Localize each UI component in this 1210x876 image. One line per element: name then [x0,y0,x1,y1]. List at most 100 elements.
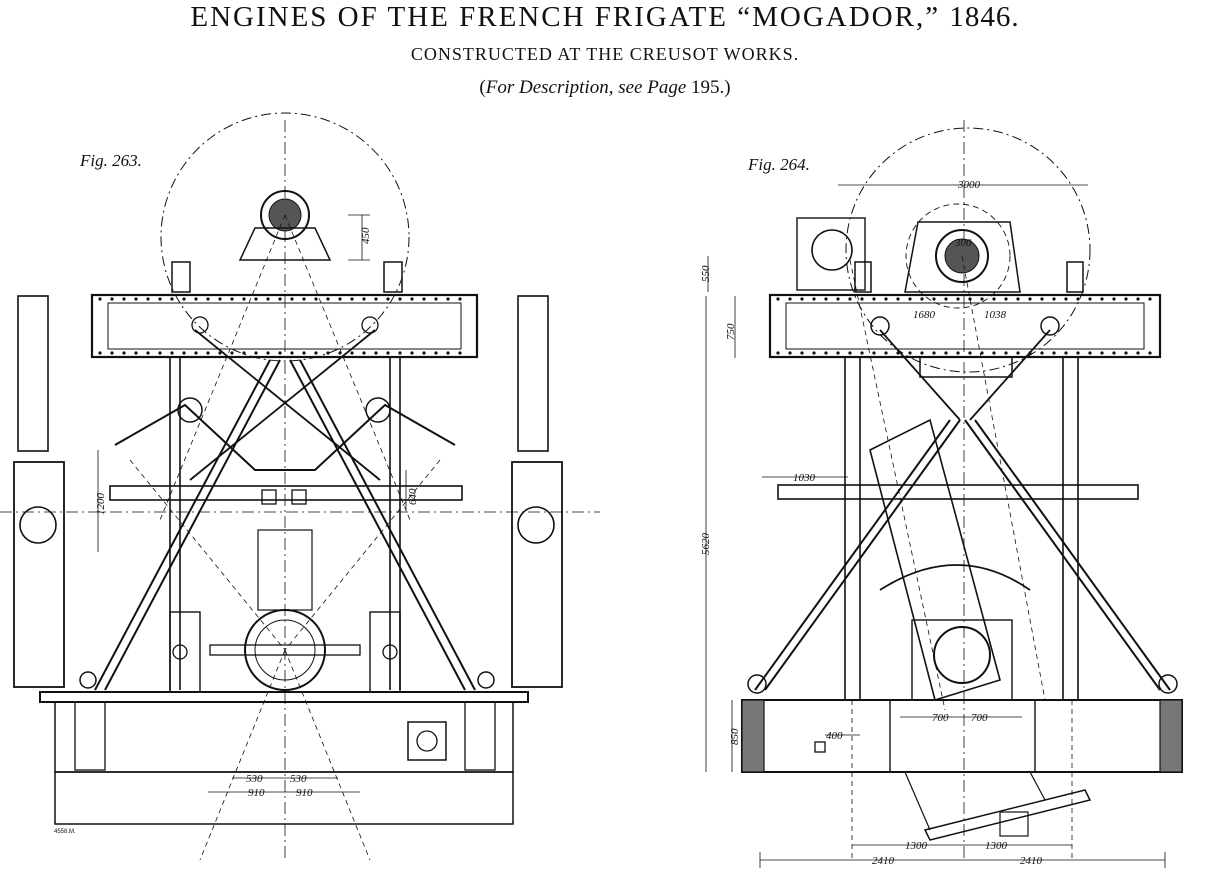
dim-910a: 910 [248,787,265,799]
fig-263: Fig. 263. [0,112,600,861]
pivot-263a [177,397,203,423]
rivet [1040,297,1044,301]
dim-3000: 3000 [957,179,981,191]
rivet [1112,297,1116,301]
rivet [836,351,840,355]
gauge-box-263 [407,721,447,761]
rivet [290,297,294,301]
dim-1030: 1030 [793,472,816,484]
crankshaft-263 [260,190,310,240]
rivet [326,351,330,355]
inclined-cylinder-264 [869,418,1001,702]
crosshead-beam-263 [109,485,463,501]
rivet [1136,351,1140,355]
rivet [788,297,792,301]
hatch-right-264 [1159,699,1183,773]
strut-263b [104,359,281,691]
rivet [350,351,354,355]
rivet [992,297,996,301]
crosshead-beam-264 [777,484,1139,500]
foundation-263 [54,771,514,825]
rivet [956,351,960,355]
dim-1300a: 1300 [905,840,928,852]
rivet [134,351,138,355]
rivet [398,297,402,301]
dim-750: 750 [725,323,737,340]
page-subtitle: CONSTRUCTED AT THE CREUSOT WORKS. [410,44,800,64]
strut-263a [94,359,271,691]
description-note: (For Description, see Page 195.) [0,77,1210,99]
rivet [266,297,270,301]
rivet [98,297,102,301]
rivet [290,351,294,355]
rivet [278,297,282,301]
rivet [872,297,876,301]
pivot-263b [365,397,391,423]
rivet [218,351,222,355]
rivet [230,297,234,301]
rivet [170,351,174,355]
rivet [302,297,306,301]
rivet [860,351,864,355]
pump-263a [169,611,201,693]
bearing-block-263 [238,227,332,261]
rivet [944,297,948,301]
rivet [1124,297,1128,301]
rivet [446,297,450,301]
foot-pin-264b [1158,674,1178,694]
rivet [194,297,198,301]
dim-450: 450 [360,227,372,244]
side-levers-263 [114,403,456,471]
rivet [206,351,210,355]
rivet [932,297,936,301]
rivet [182,297,186,301]
rivet [1064,351,1068,355]
dim-530a: 530 [246,773,263,785]
rivet [956,297,960,301]
valve-chest-263 [257,529,313,611]
nut-263b [383,261,403,293]
rivet [218,297,222,301]
rivet [800,297,804,301]
rivet [944,351,948,355]
rivet [458,297,462,301]
rivet [860,297,864,301]
rivet [182,351,186,355]
nut-264a [854,261,872,293]
rivet [824,297,828,301]
strut-264d [964,419,1161,691]
rivet [194,351,198,355]
pump-eye-263a [172,644,188,660]
left-port-263 [19,506,57,544]
rivet [206,297,210,301]
note-italic: For Description, see Page [485,77,687,98]
rivet [422,297,426,301]
link-264a [879,329,961,421]
rivet [1016,297,1020,301]
rivet [800,351,804,355]
dim-1680: 1680 [913,309,936,321]
strut-263d [289,359,466,691]
upper-girder-inner-264 [785,302,1145,350]
rivet [446,351,450,355]
rivet [314,297,318,301]
dim-2410a: 2410 [872,855,895,867]
rivet [134,297,138,301]
arch-264 [879,564,1031,591]
right-port-263 [517,506,555,544]
pin-263a [191,316,209,334]
rivet [110,351,114,355]
strut-263c [299,359,476,691]
dim-2410b: 2410 [1020,855,1043,867]
block-263b [291,489,307,505]
rivet [146,297,150,301]
rivet [266,351,270,355]
strut-264b [764,419,961,691]
rivet [110,297,114,301]
rivet [1148,351,1152,355]
rivet [1088,297,1092,301]
rivet [932,351,936,355]
rivet [374,351,378,355]
dim-550: 550 [700,265,712,282]
rivet [872,351,876,355]
